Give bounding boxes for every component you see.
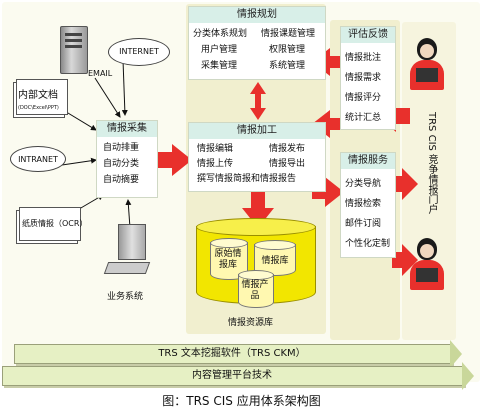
- internet-label: INTERNET: [119, 47, 159, 56]
- platform-bar-label: 内容管理平台技术: [192, 370, 272, 381]
- document-stack-icon: 内部文档 (DOC\Excel\PPT): [13, 78, 68, 118]
- email-label: EMAIL: [88, 69, 113, 78]
- planning-item: 系统管理: [269, 61, 306, 71]
- arrow-service-to-portal: [392, 168, 418, 200]
- planning-item: 权限管理: [269, 45, 306, 55]
- service-title: 情报服务: [341, 153, 395, 169]
- collection-item: 自动摘要: [103, 175, 140, 185]
- db-original: [210, 242, 248, 280]
- computer-icon: [103, 224, 156, 276]
- internal-docs-sub-label: (DOC\Excel\PPT): [18, 105, 59, 111]
- intranet-cloud-icon: INTRANET: [10, 146, 66, 172]
- platform-bar: 内容管理平台技术: [2, 362, 478, 390]
- feedback-title: 评估反馈: [341, 27, 395, 43]
- collection-title: 情报采集: [97, 121, 157, 137]
- collection-item: 自动分类: [103, 159, 140, 169]
- user-figure-icon: [408, 38, 446, 90]
- planning-item: 分类体系规划: [193, 29, 248, 39]
- planning-box: 情报规划 分类体系规划 情报课题管理 用户管理 权限管理 采集管理 系统管理: [188, 6, 326, 80]
- processing-title: 情报加工: [189, 123, 325, 139]
- service-box: 情报服务 分类导航 情报检索 邮件订阅 个性化定制: [340, 152, 396, 258]
- server-icon: [60, 26, 88, 74]
- arrow-processing-to-service: [312, 177, 344, 207]
- processing-item: 情报上传: [197, 159, 234, 169]
- service-item: 分类导航: [345, 179, 382, 189]
- feedback-item: 情报评分: [345, 93, 382, 103]
- resource-database-icon: 原始情报库 情报库 情报产品: [196, 218, 316, 310]
- db-original-label: 原始情报库: [214, 249, 242, 270]
- db-product-label: 情报产品: [241, 280, 269, 301]
- processing-wide-item: 撰写情报简报和情报报告: [197, 174, 297, 184]
- feedback-item: 统计汇总: [345, 113, 382, 123]
- internet-cloud-icon: INTERNET: [108, 38, 170, 66]
- service-item: 情报检索: [345, 199, 382, 209]
- ckm-bar: TRS 文本挖掘软件（TRS CKM）: [14, 340, 462, 368]
- processing-item: 情报导出: [269, 159, 306, 169]
- paper-docs-label: 纸质情报（OCR）: [22, 219, 88, 228]
- planning-item: 采集管理: [201, 61, 238, 71]
- resources-label: 情报资源库: [228, 318, 274, 328]
- processing-box: 情报加工 情报编辑 情报发布 情报上传 情报导出 撰写情报简报和情报报告: [188, 122, 326, 192]
- arrow-feedback-to-processing: [312, 110, 344, 138]
- processing-item: 情报编辑: [197, 144, 234, 154]
- processing-item: 情报发布: [269, 144, 306, 154]
- db-info-label: 情报库: [261, 256, 289, 266]
- arrow-service-to-user: [392, 244, 418, 276]
- user-figure-icon: [408, 238, 446, 290]
- feedback-item: 情报需求: [345, 73, 382, 83]
- business-system-label: 业务系统: [107, 292, 144, 302]
- internal-docs-label: 内部文档: [18, 90, 58, 101]
- arrow-processing-to-resources: [242, 192, 274, 228]
- arrow-collection-to-processing: [158, 144, 192, 176]
- planning-item: 用户管理: [201, 45, 238, 55]
- arrow-feedback-to-planning: [312, 48, 344, 76]
- portal-label: TRS CIS 竞争情报门户: [426, 112, 437, 215]
- feedback-box: 评估反馈 情报批注 情报需求 情报评分 统计汇总: [340, 26, 396, 130]
- feedback-item: 情报批注: [345, 53, 382, 63]
- service-item: 邮件订阅: [345, 219, 382, 229]
- collection-item: 自动排重: [103, 143, 140, 153]
- intranet-label: INTRANET: [18, 155, 58, 164]
- figure-caption: 图：TRS CIS 应用体系架构图: [162, 394, 321, 408]
- planning-title: 情报规划: [189, 7, 325, 23]
- collection-box: 情报采集 自动排重 自动分类 自动摘要: [96, 120, 158, 198]
- service-item: 个性化定制: [345, 239, 391, 249]
- arrow-planning-processing: [250, 82, 266, 120]
- planning-item: 情报课题管理: [261, 29, 316, 39]
- ckm-bar-label: TRS 文本挖掘软件（TRS CKM）: [158, 348, 306, 359]
- paper-stack-icon: 纸质情报（OCR）: [16, 206, 87, 244]
